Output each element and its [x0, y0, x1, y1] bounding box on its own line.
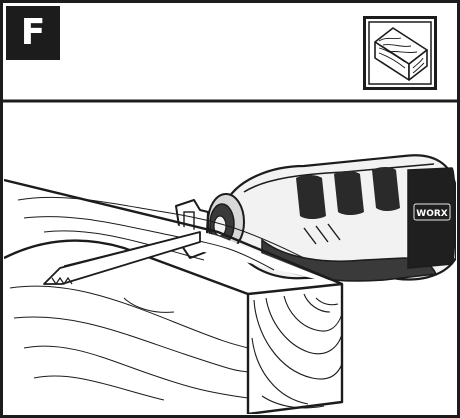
wood-block-icon [363, 16, 437, 90]
saw-blade-icon [43, 231, 201, 286]
step-badge: F [6, 6, 60, 60]
step-header: F [2, 2, 458, 100]
brand-logo: WORX [416, 209, 448, 219]
reciprocating-saw-icon: WORX [175, 154, 456, 282]
wood-beam [4, 178, 344, 414]
cutting-scene: WORX [4, 154, 456, 414]
